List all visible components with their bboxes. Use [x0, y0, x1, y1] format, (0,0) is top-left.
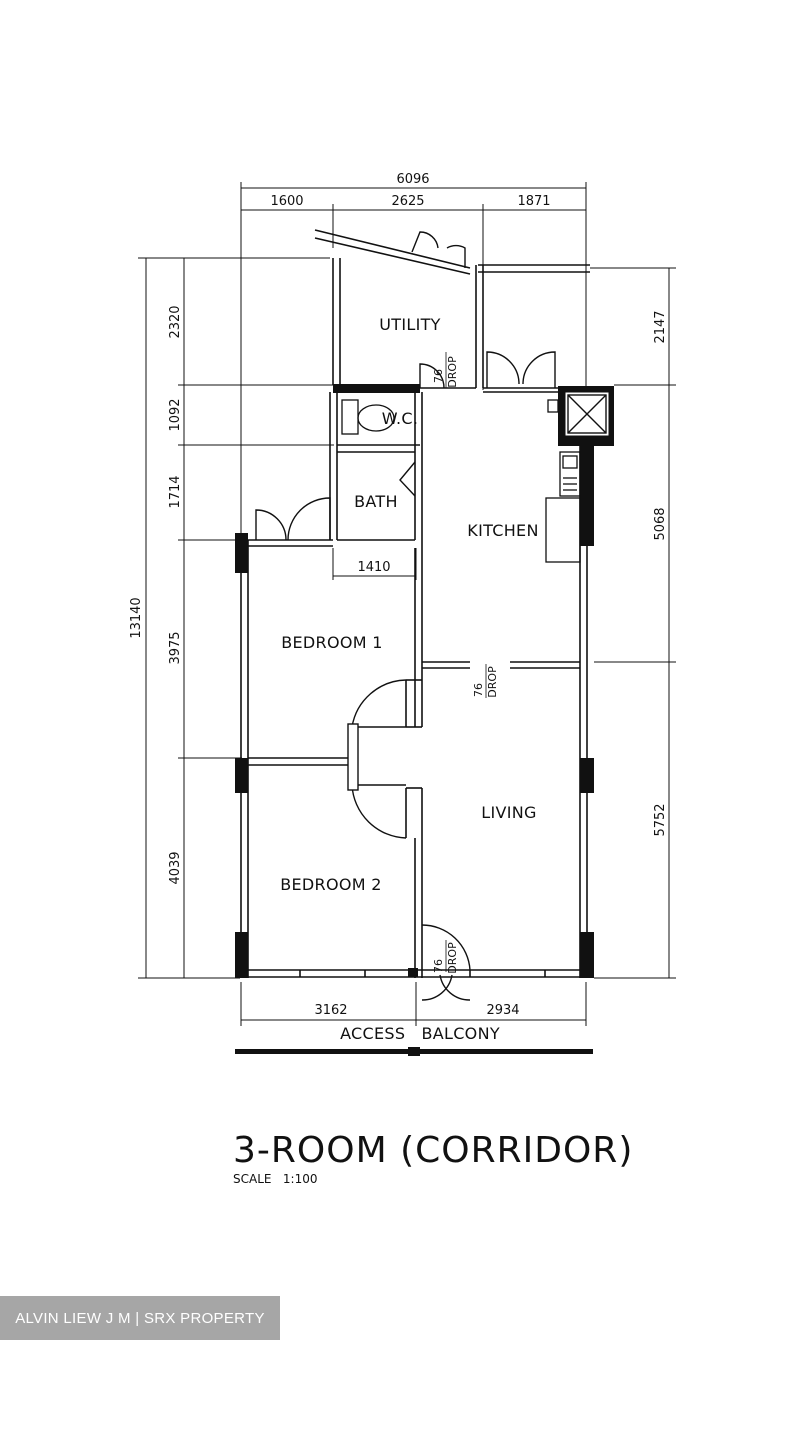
room-bedroom-1: BEDROOM 1: [281, 633, 382, 652]
room-labels: UTILITY W.C. BATH KITCHEN BEDROOM 1 LIVI…: [280, 315, 538, 894]
drop-3-label: DROP: [446, 942, 459, 974]
dim-top-3: 1871: [517, 194, 550, 209]
dim-right-3: 5752: [653, 803, 668, 836]
dim-top-1: 1600: [270, 194, 303, 209]
dim-top-total: 6096: [396, 172, 429, 187]
dimension-lines: [138, 182, 676, 1026]
dim-left-3: 1714: [168, 475, 183, 508]
room-wc: W.C.: [382, 409, 419, 428]
wardrobe-panel: [347, 723, 359, 791]
structural-columns: [235, 384, 614, 1056]
walls: [240, 229, 590, 978]
dim-left-1: 2320: [168, 305, 183, 338]
access-balcony-label: ACCESS BALCONY: [340, 1024, 500, 1043]
dim-top-2: 2625: [391, 194, 424, 209]
dim-left-2: 1092: [168, 398, 183, 431]
room-living: LIVING: [481, 803, 536, 822]
dim-bath-width: 1410: [357, 560, 390, 575]
plan-scale: SCALE 1:100: [233, 1172, 318, 1186]
drop-1-label: DROP: [446, 356, 459, 388]
plan-title: 3-ROOM (CORRIDOR): [233, 1130, 633, 1171]
room-utility: UTILITY: [379, 315, 440, 334]
fixtures: [341, 399, 581, 563]
dimension-labels: 6096 1600 2625 1871 13140 2320 1092 1714…: [129, 172, 668, 1018]
chute-cross-2: [567, 394, 607, 434]
drop-2-value: 76: [472, 683, 485, 697]
watermark: ALVIN LIEW J M | SRX PROPERTY: [0, 1296, 280, 1340]
dim-left-total: 13140: [129, 597, 144, 638]
drop-1-value: 76: [432, 369, 445, 383]
dim-bottom-2: 2934: [486, 1003, 519, 1018]
drop-annotations: 76 DROP 76 DROP 76 DROP: [432, 352, 499, 974]
drop-3-value: 76: [432, 959, 445, 973]
room-bath: BATH: [354, 492, 398, 511]
dim-left-4: 3975: [168, 631, 183, 664]
dim-left-5: 4039: [168, 851, 183, 884]
dim-right-1: 2147: [653, 310, 668, 343]
drop-2-label: DROP: [486, 666, 499, 698]
room-bedroom-2: BEDROOM 2: [280, 875, 381, 894]
dim-right-2: 5068: [653, 507, 668, 540]
room-kitchen: KITCHEN: [467, 521, 538, 540]
dim-bottom-1: 3162: [314, 1003, 347, 1018]
refuse-chute-outline: [567, 394, 607, 434]
